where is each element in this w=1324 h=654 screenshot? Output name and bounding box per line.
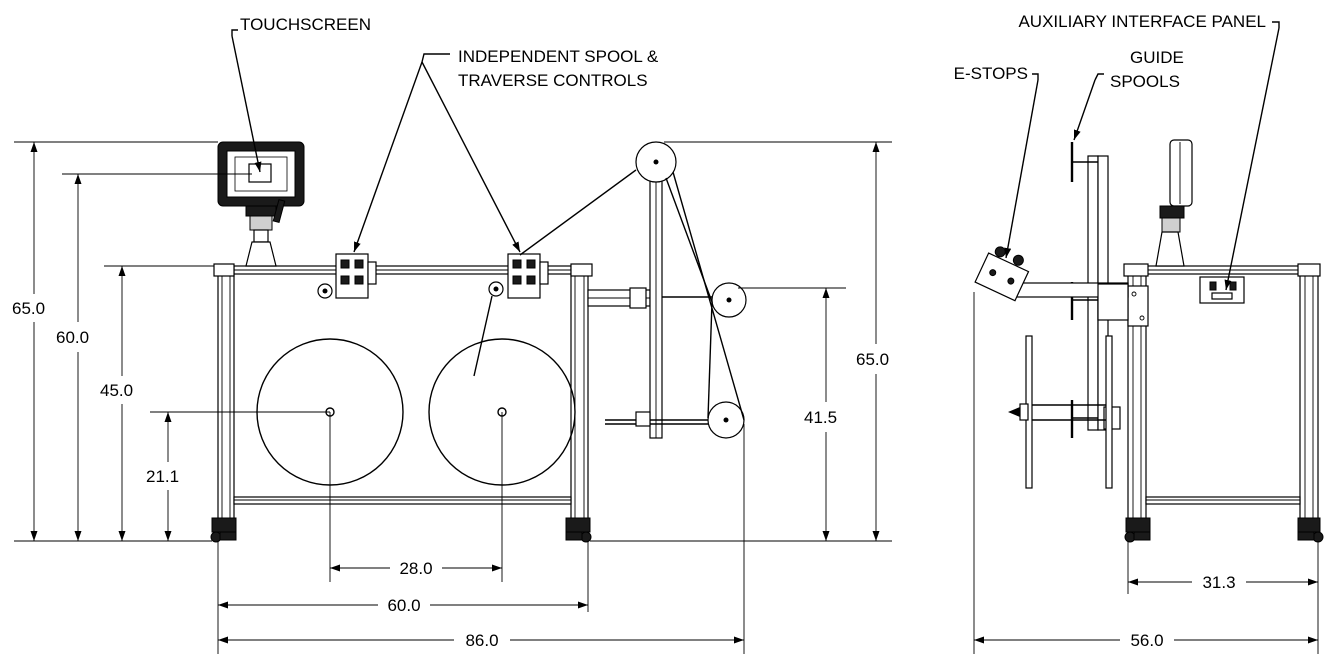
dim-side-overall-depth: 56.0 [1130, 631, 1163, 650]
side-spool [1008, 335, 1113, 489]
dim-frame-width: 60.0 [387, 596, 420, 615]
dim-touchscreen-height: 60.0 [56, 328, 89, 347]
aux-panel-label: AUXILIARY INTERFACE PANEL [1018, 12, 1266, 31]
callout-labels: TOUCHSCREEN INDEPENDENT SPOOL & TRAVERSE… [240, 12, 1266, 91]
auxiliary-interface-panel [1199, 276, 1245, 304]
estops-label: E-STOPS [954, 64, 1028, 83]
front-frame [213, 263, 593, 521]
dim-side-frame-depth: 31.3 [1202, 573, 1235, 592]
guide-spools-label-line2: SPOOLS [1110, 72, 1180, 91]
dim-frame-height: 45.0 [100, 381, 133, 400]
dim-overall-width: 86.0 [465, 631, 498, 650]
guide-spool-assembly [473, 141, 747, 439]
dim-spool-spacing: 28.0 [399, 559, 432, 578]
callout-leaders [231, 21, 1280, 291]
side-guide-column [1009, 142, 1129, 438]
side-casters [1124, 517, 1324, 543]
dim-overall-height-left: 65.0 [12, 299, 45, 318]
controls-label-line2: TRAVERSE CONTROLS [458, 71, 648, 90]
touchscreen-label: TOUCHSCREEN [240, 15, 371, 34]
dim-overall-height-right: 65.0 [856, 350, 889, 369]
front-view [210, 141, 747, 543]
traverse-control-1 [317, 253, 377, 299]
side-view [974, 139, 1324, 543]
dim-lower-guide-height: 41.5 [804, 408, 837, 427]
dimension-lines [14, 141, 1319, 654]
guide-spools-label-line1: GUIDE [1130, 48, 1184, 67]
touchscreen [217, 141, 305, 267]
dimension-labels: 65.0 60.0 45.0 21.1 28.0 60.0 86.0 65.0 … [12, 299, 1236, 650]
dim-spool-center-height: 21.1 [146, 467, 179, 486]
side-touchscreen-mount [1155, 139, 1193, 267]
traverse-control-2 [488, 253, 549, 299]
controls-label-line1: INDEPENDENT SPOOL & [458, 47, 659, 66]
front-casters [210, 517, 592, 543]
